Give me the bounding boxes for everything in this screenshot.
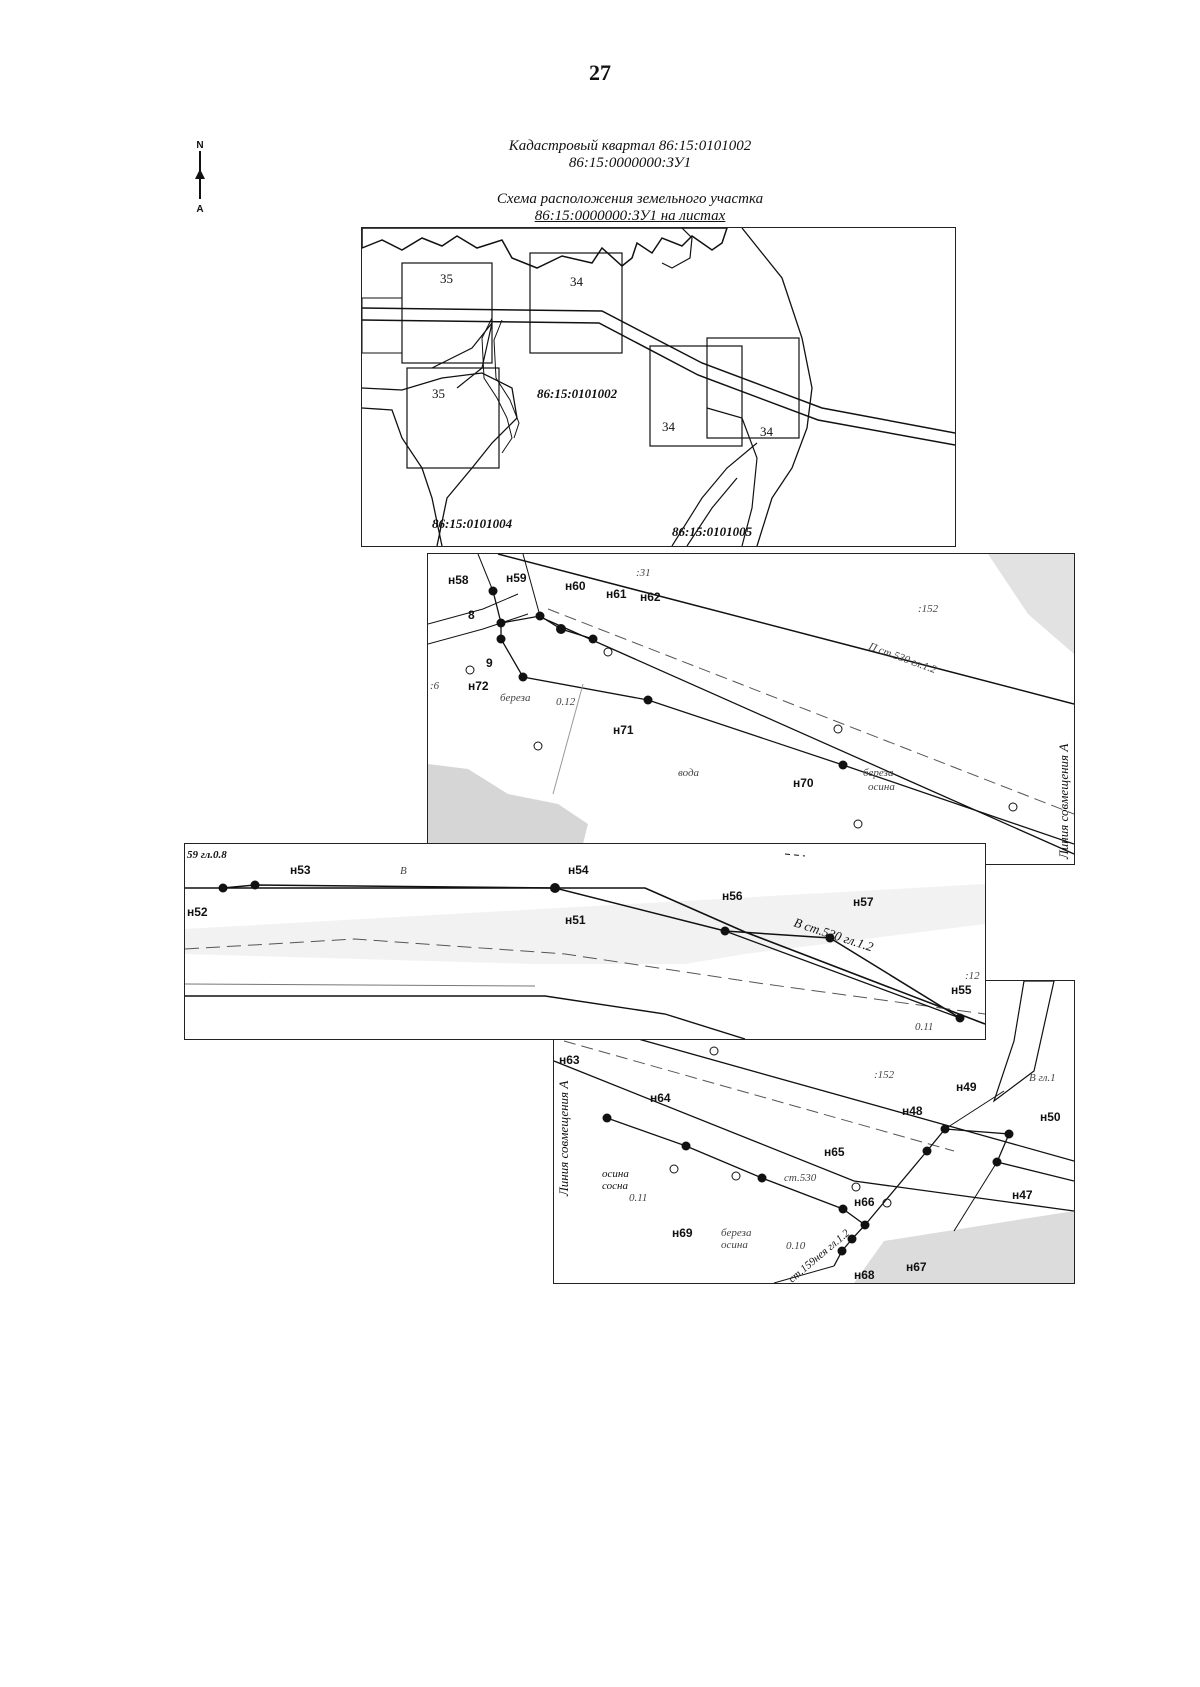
scheme-subtitle: 86:15:0000000:ЗУ1 на листах xyxy=(534,208,726,224)
alignment-line-label: Линия совмещения А xyxy=(556,1081,571,1197)
point-label: н63 xyxy=(559,1053,580,1067)
tree-label: береза xyxy=(721,1227,752,1239)
quarter-title: Кадастровый квартал 86:15:0101002 xyxy=(508,138,752,154)
north-letter: N xyxy=(196,140,204,151)
detail-map-2: н52 н53 н54 н51 н56 н57 н55 59 гл.0.8 В … xyxy=(184,843,986,1040)
sheet-number: 34 xyxy=(662,419,676,434)
point-label: н64 xyxy=(650,1091,671,1105)
point-label: н56 xyxy=(722,889,743,903)
quarter-label: 86:15:0101005 xyxy=(672,524,753,539)
line-label: П ст.530 гл.1.2 xyxy=(866,640,938,676)
point-label: н47 xyxy=(1012,1188,1033,1202)
sheet-frame xyxy=(706,337,800,439)
point-label: н52 xyxy=(187,905,208,919)
parcel-title: 86:15:0000000:ЗУ1 xyxy=(568,155,692,171)
tree-label: береза xyxy=(500,692,531,704)
point-label: н69 xyxy=(672,1226,693,1240)
point-label: н50 xyxy=(1040,1110,1061,1124)
point-label: н48 xyxy=(902,1104,923,1118)
point-label: 9 xyxy=(486,656,493,670)
water-label: вода xyxy=(678,767,700,779)
point-label: н57 xyxy=(853,895,874,909)
parcel-label: :12 xyxy=(965,970,980,982)
scheme-title: Схема расположения земельного участка xyxy=(496,191,764,207)
tree-size-label: 0.12 xyxy=(556,696,576,708)
overview-map: 35 34 35 34 34 86:15:0101002 86:15:01010… xyxy=(361,227,956,547)
point-label: н51 xyxy=(565,913,586,927)
parcel-label: :152 xyxy=(918,603,939,615)
north-arrow-bottom-letter: A xyxy=(196,204,204,215)
point-label: н53 xyxy=(290,863,311,877)
parcel-label: :152 xyxy=(874,1069,895,1081)
line-label: В гл.1 xyxy=(1029,1072,1056,1084)
sheet-number: 34 xyxy=(570,274,584,289)
point-label: н55 xyxy=(951,983,972,997)
parcel-label: :6 xyxy=(430,680,440,692)
tree-label: осина xyxy=(868,781,895,793)
tree-size-label: 0.11 xyxy=(629,1192,647,1204)
point-label: н58 xyxy=(448,573,469,587)
sheet-number: 34 xyxy=(760,424,774,439)
point-label: н67 xyxy=(906,1260,927,1274)
point-label: н70 xyxy=(793,776,814,790)
point-label: н66 xyxy=(854,1195,875,1209)
point-label: н65 xyxy=(824,1145,845,1159)
tree-label: береза xyxy=(863,767,894,779)
point-label: н61 xyxy=(606,587,627,601)
point-label: н68 xyxy=(854,1268,875,1282)
point-label: н62 xyxy=(640,590,661,604)
point-label: н71 xyxy=(613,723,634,737)
alignment-line-label: Линия совмещения А xyxy=(1056,744,1071,860)
sheet-frame xyxy=(529,252,623,354)
point-label: 8 xyxy=(468,608,475,622)
north-arrow-icon: N A xyxy=(190,140,210,215)
point-label: н49 xyxy=(956,1080,977,1094)
tree-label: осина xyxy=(721,1239,748,1251)
sheet-number: 35 xyxy=(440,271,453,286)
point-label: н72 xyxy=(468,679,489,693)
page-number: 27 xyxy=(589,60,611,85)
parcel-label: :31 xyxy=(636,567,651,579)
sheet-frame xyxy=(649,345,743,447)
quarter-label: 86:15:0101004 xyxy=(432,516,513,531)
tree-label: осина xyxy=(602,1168,629,1180)
line-label: В xyxy=(400,865,407,877)
north-arrow-shaft xyxy=(195,151,205,199)
quarter-label: 86:15:0101002 xyxy=(537,386,618,401)
line-label: ст.530 xyxy=(784,1172,817,1184)
tree-size-label: 0.10 xyxy=(786,1240,806,1252)
sheet-number: 35 xyxy=(432,386,445,401)
detail-map-1: н58 н59 н60 н61 н62 8 9 н72 н71 н70 бере… xyxy=(427,553,1075,865)
point-label: н59 xyxy=(506,571,527,585)
point-label: н60 xyxy=(565,579,586,593)
tree-label: сосна xyxy=(602,1180,628,1192)
tree-size-label: 0.11 xyxy=(915,1021,933,1033)
point-label: н54 xyxy=(568,863,589,877)
sheet-frame xyxy=(406,367,500,469)
line-label: 59 гл.0.8 xyxy=(187,849,227,861)
